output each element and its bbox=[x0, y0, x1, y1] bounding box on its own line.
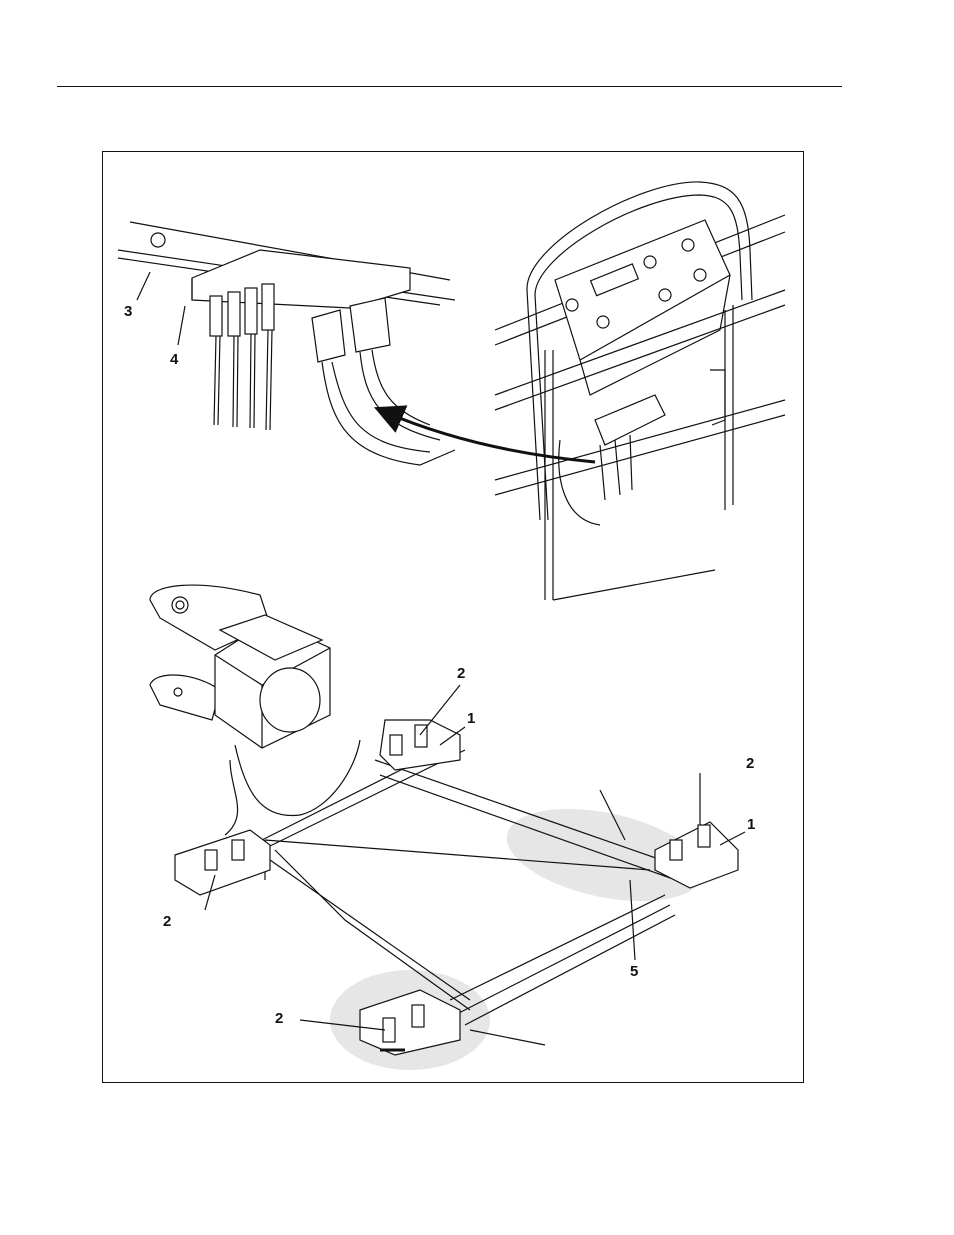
callout-1-right: 1 bbox=[747, 817, 755, 832]
carriage-assembly bbox=[150, 585, 745, 1070]
anchor-rear-left bbox=[380, 720, 460, 770]
callout-5: 5 bbox=[630, 964, 638, 979]
connector-detail bbox=[118, 222, 595, 465]
callout-2-right: 2 bbox=[746, 756, 754, 771]
callout-2-top: 2 bbox=[457, 666, 465, 681]
callout-3: 3 bbox=[124, 304, 132, 319]
platform-control-panel bbox=[495, 182, 785, 600]
callout-2-bottom: 2 bbox=[275, 1011, 283, 1026]
anchor-front-left bbox=[175, 830, 270, 895]
callout-4: 4 bbox=[170, 352, 178, 367]
callout-1-top: 1 bbox=[467, 711, 475, 726]
large-connectors bbox=[312, 298, 455, 465]
callout-2-left: 2 bbox=[163, 914, 171, 929]
small-connectors bbox=[210, 284, 274, 430]
